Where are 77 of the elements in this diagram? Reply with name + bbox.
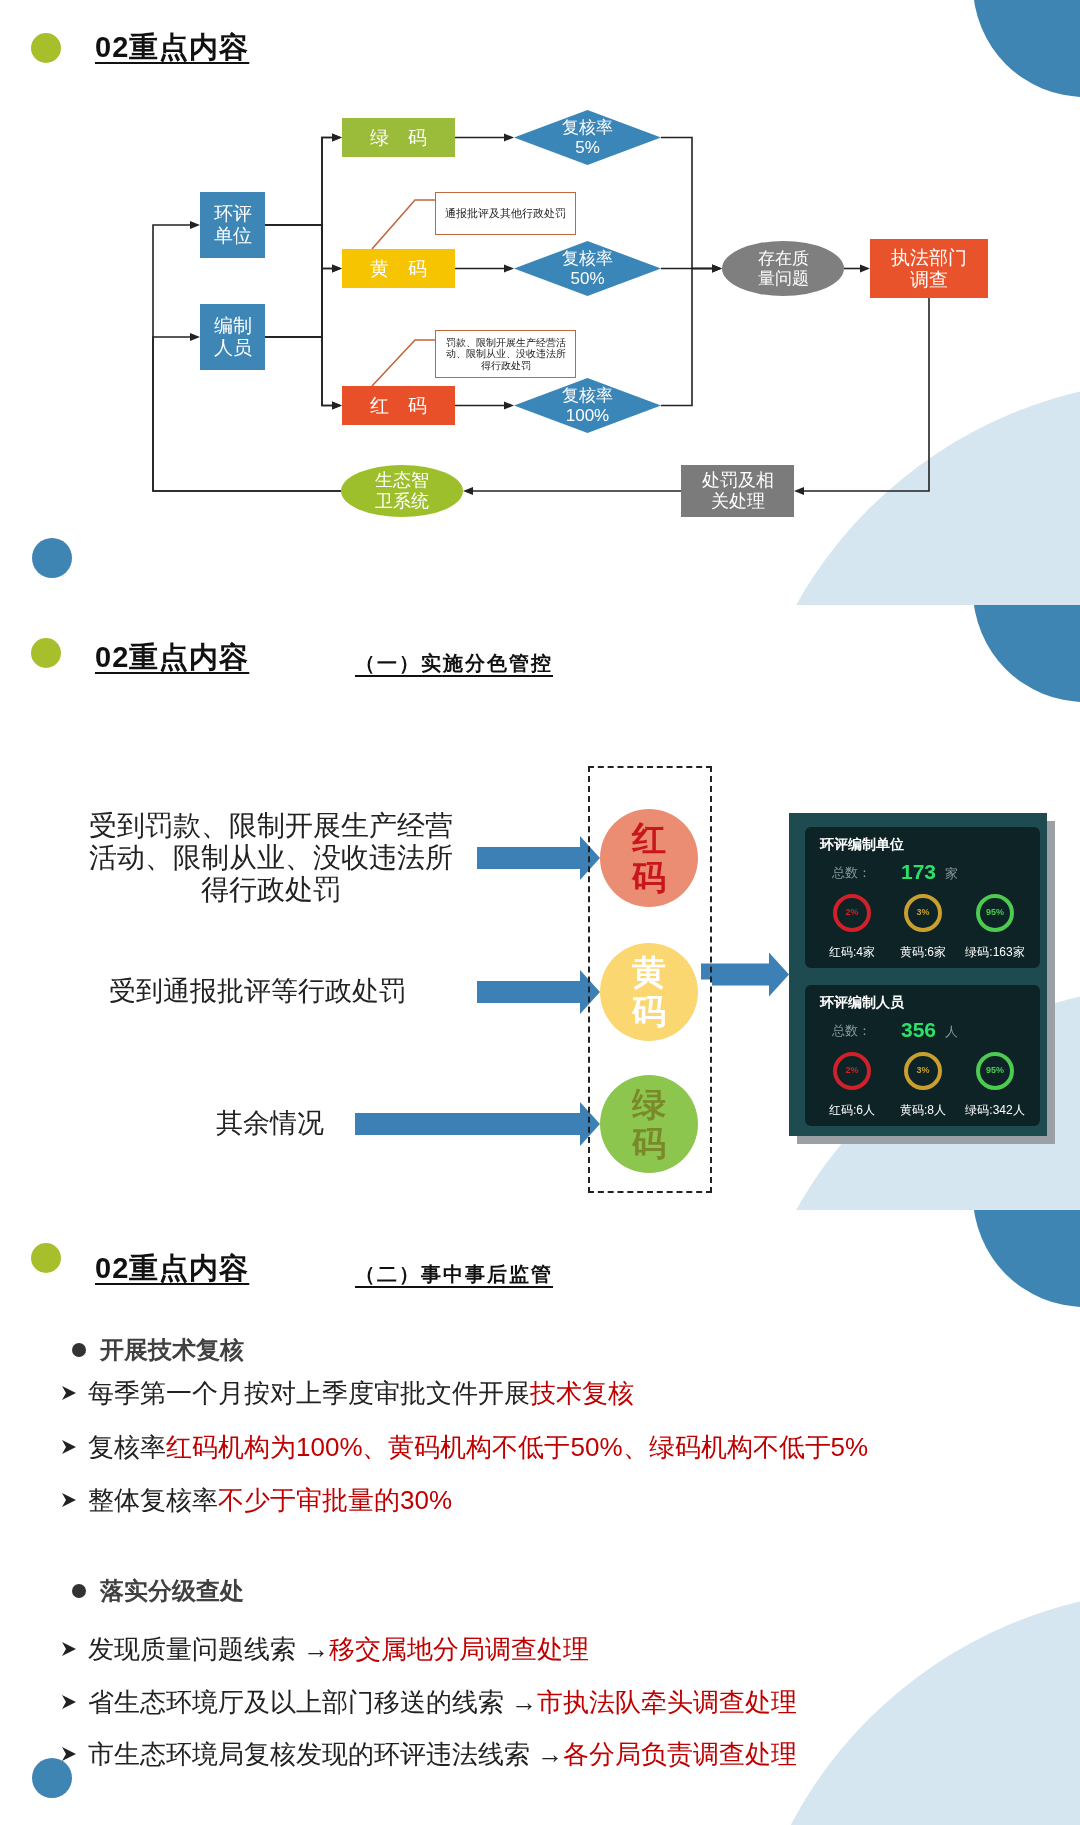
dashed-frame [588, 766, 712, 1193]
arrow [794, 297, 930, 495]
percent-label: 2% [845, 908, 859, 918]
leader-line [371, 339, 436, 387]
section-subtitle: （一）实施分色管控 [355, 652, 553, 674]
arrow [152, 333, 342, 492]
section-subtitle: （二）事中事后监管 [355, 1263, 553, 1285]
highlight-text: 不少于审批量的30% [218, 1484, 453, 1516]
leader-line [371, 199, 436, 250]
dashboard-card [805, 827, 1040, 968]
body-text: 每季第一个月按对上季度审批文件开展 [88, 1377, 530, 1409]
code-box: 红 码 [342, 386, 455, 425]
highlight-text: 市执法队牵头调查处理 [537, 1686, 798, 1718]
percent-label: 2% [845, 1066, 859, 1076]
decision-diamond: 复核率 100% [514, 378, 661, 433]
unit-label: 人 [945, 1025, 958, 1040]
process-box: 执法部门调查 [870, 239, 988, 298]
status-circle: 红码 [600, 809, 698, 907]
highlight-text: 技术复核 [530, 1377, 634, 1409]
block-arrow [355, 1102, 600, 1146]
total-number: 173 [901, 860, 937, 884]
process-box: 处罚及相关处理 [681, 465, 794, 517]
count-label: 绿码:163家 [965, 946, 1025, 960]
arrow [454, 133, 514, 142]
bullet-heading: 落实分级查处 [100, 1577, 244, 1604]
condition-text: 其余情况 [185, 1101, 355, 1147]
callout-box: 罚款、限制开展生产经营活动、限制从业、没收违法所得行政处罚 [435, 330, 576, 378]
body-text: 市生态环境局复核发现的环评违法线索 → [88, 1738, 564, 1770]
code-box: 黄 码 [342, 249, 455, 288]
total-number: 356 [901, 1018, 937, 1042]
decision-diamond: 复核率 50% [514, 241, 661, 296]
body-text: 发现质量问题线索 → [88, 1633, 330, 1665]
highlight-text: 各分局负责调查处理 [563, 1738, 798, 1770]
count-label: 绿码:342人 [965, 1104, 1025, 1118]
arrow [454, 264, 514, 273]
arrow [454, 401, 514, 410]
arrow [264, 336, 342, 410]
section-heading: 02重点内容 [95, 641, 250, 673]
code-box: 绿 码 [342, 118, 455, 157]
status-circle: 黄码 [600, 943, 698, 1041]
arrow [660, 264, 722, 407]
unit-label: 家 [945, 867, 958, 882]
block-arrow [477, 970, 600, 1014]
decision-diamond: 复核率 5% [514, 110, 661, 165]
status-circle: 绿码 [600, 1075, 698, 1173]
condition-text: 受到罚款、限制开展生产经营活动、限制从业、没收违法所得行政处罚 [86, 802, 477, 914]
arrow [463, 487, 682, 495]
section-heading: 02重点内容 [95, 31, 250, 63]
block-arrow [477, 836, 600, 880]
dashboard-card [805, 985, 1040, 1126]
process-box: 编制人员 [200, 304, 265, 370]
condition-text: 受到通报批评等行政处罚 [72, 969, 477, 1015]
arrow [843, 264, 870, 273]
percent-label: 3% [916, 908, 930, 918]
percent-label: 95% [986, 1066, 1004, 1076]
count-label: 黄码:6家 [900, 946, 946, 960]
card-title: 环评编制单位 [820, 837, 904, 853]
section-heading: 02重点内容 [95, 1252, 250, 1284]
body-text: 整体复核率 [88, 1484, 218, 1516]
percent-label: 3% [916, 1066, 930, 1076]
total-label: 总数： [832, 1024, 871, 1039]
count-label: 黄码:8人 [900, 1104, 946, 1118]
body-text: 省生态环境厅及以上部门移送的线索 → [88, 1686, 538, 1718]
process-box: 环评单位 [200, 192, 265, 258]
process-ellipse: 生态智卫系统 [341, 465, 463, 517]
bullet-heading: 开展技术复核 [100, 1336, 244, 1363]
count-label: 红码:4家 [829, 946, 875, 960]
percent-label: 95% [986, 908, 1004, 918]
card-title: 环评编制人员 [820, 995, 904, 1011]
total-label: 总数： [832, 866, 871, 881]
block-arrow [701, 952, 789, 997]
highlight-text: 红码机构为100%、黄码机构不低于50%、绿码机构不低于5% [166, 1431, 869, 1463]
count-label: 红码:6人 [829, 1104, 875, 1118]
highlight-text: 移交属地分局调查处理 [329, 1633, 590, 1665]
process-ellipse: 存在质量问题 [722, 241, 844, 296]
body-text: 复核率 [88, 1431, 166, 1463]
callout-box: 通报批评及其他行政处罚 [435, 192, 576, 235]
